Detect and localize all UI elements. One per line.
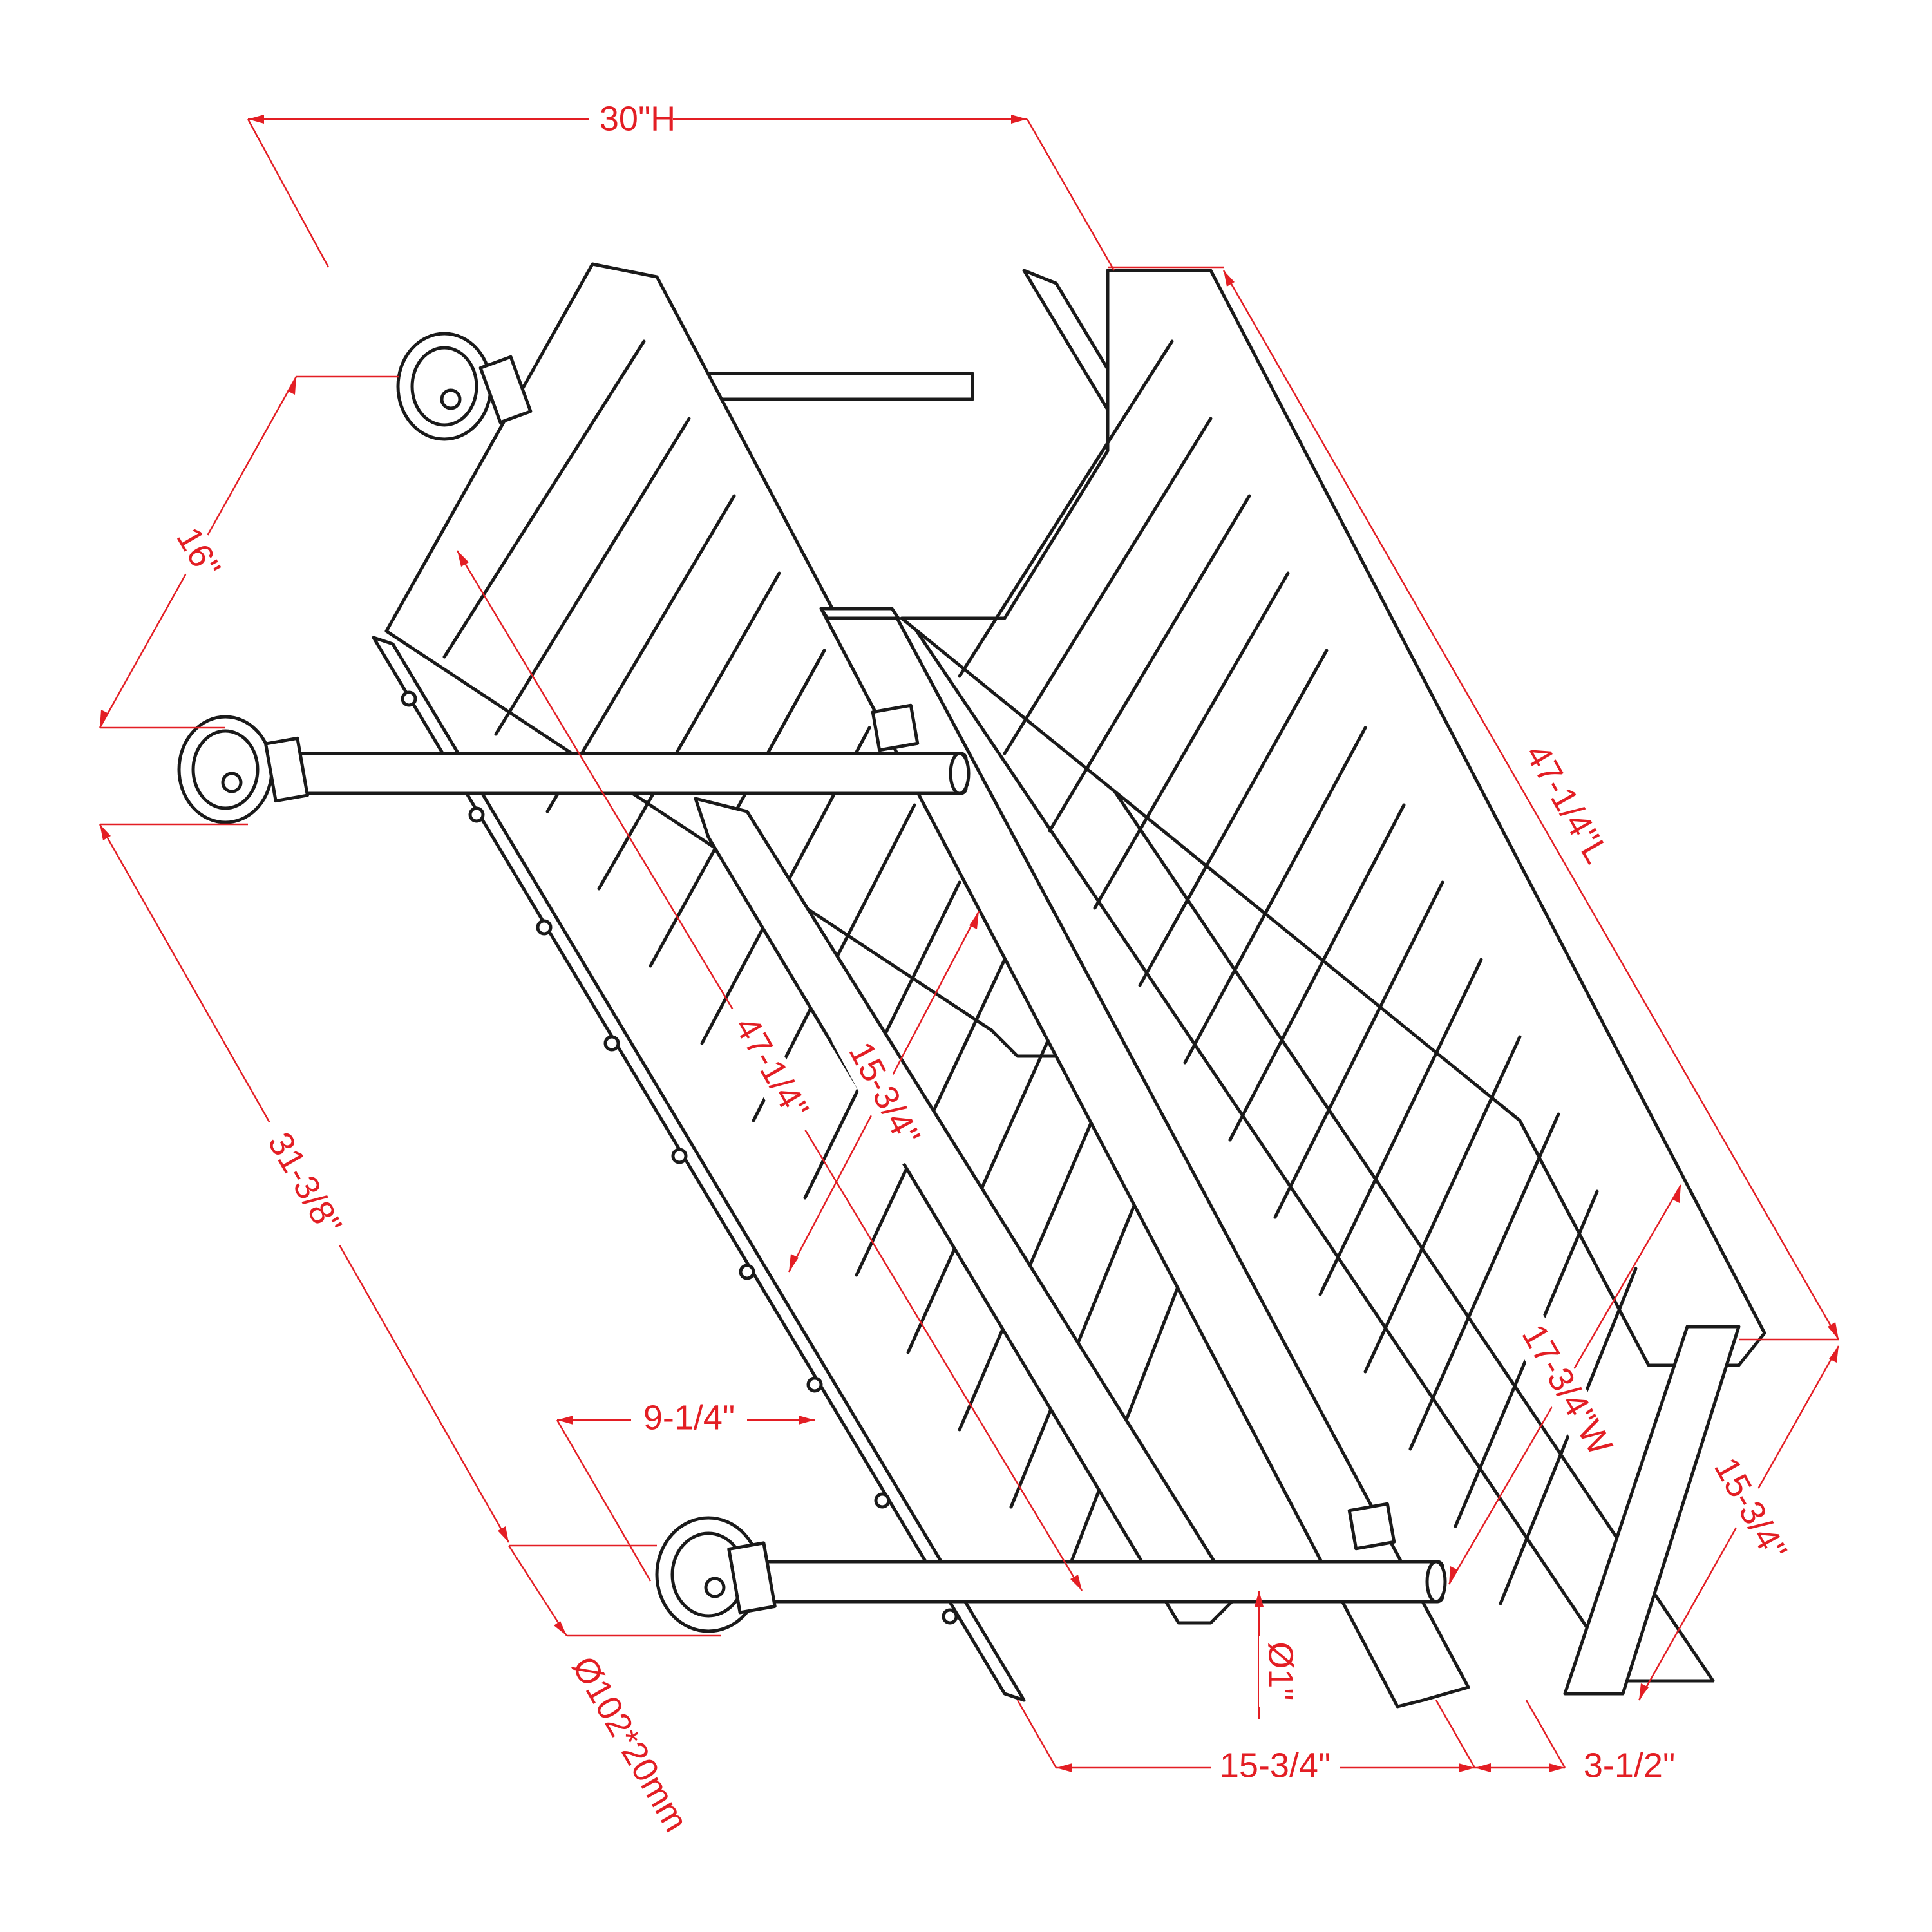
bottom-axle xyxy=(758,1560,1447,1604)
center-beam-top xyxy=(819,607,900,620)
right-top-board xyxy=(900,269,1766,1367)
left-lower-board xyxy=(694,797,1238,1625)
rail-holes xyxy=(401,690,958,1625)
right-end-board xyxy=(1563,1325,1741,1696)
cart-drawing xyxy=(177,262,1766,1709)
wheel-bottom-left xyxy=(655,1516,777,1633)
wheel-top-left xyxy=(396,332,533,441)
top-bracket xyxy=(871,703,920,752)
wheel-size-label: Ø102*20mm xyxy=(564,1650,696,1839)
axle-offset-label: 9-1/4" xyxy=(643,1398,735,1437)
wheel-mid-left xyxy=(177,715,309,824)
length-label: 47-1/4"L xyxy=(1518,738,1616,870)
bottom-bracket xyxy=(1347,1502,1396,1551)
axle-diameter-label: Ø1" xyxy=(1262,1642,1300,1700)
bottom-width-label: 15-3/4" xyxy=(1220,1746,1331,1785)
bottom-offset-label: 3-1/2" xyxy=(1584,1746,1675,1785)
left-side-rail xyxy=(372,636,1026,1702)
top-axle xyxy=(294,752,971,795)
height-label: 30"H xyxy=(600,99,676,138)
top-connector-bar xyxy=(681,372,974,401)
